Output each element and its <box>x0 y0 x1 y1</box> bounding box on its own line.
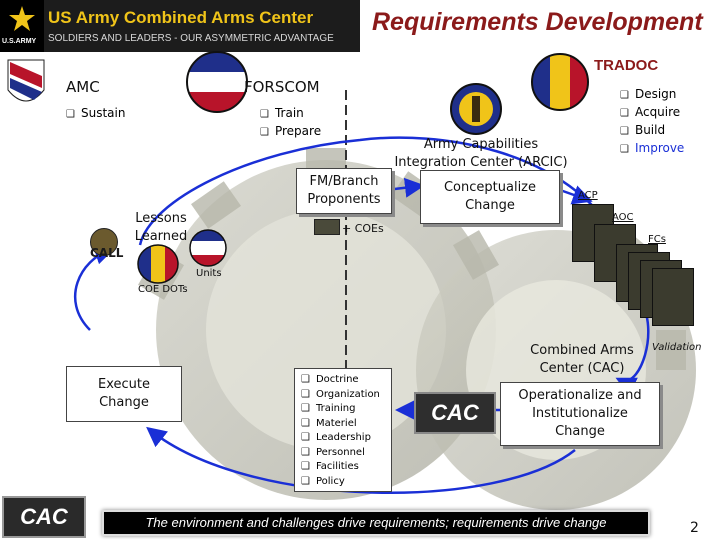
dotmlpf-item: Organization <box>301 388 391 403</box>
operationalize-box: Operationalize and Institutionalize Chan… <box>500 382 660 446</box>
page-number: 2 <box>690 520 699 536</box>
dotmlpf-item: Training <box>301 402 391 417</box>
cac-logo-text: CAC <box>431 400 479 426</box>
dotmlpf-item: Facilities <box>301 460 391 475</box>
fc-document <box>652 268 694 326</box>
conceptualize-box: Conceptualize Change <box>420 170 560 224</box>
amc-bullets: Sustain <box>66 105 125 123</box>
tradoc-bullets: Design Acquire Build Improve <box>620 86 684 158</box>
footer-banner: The environment and challenges drive req… <box>102 510 650 536</box>
footer-text: The environment and challenges drive req… <box>104 512 648 534</box>
cac-node-label: Combined Arms Center (CAC) <box>524 342 640 378</box>
units-emblem <box>188 228 228 268</box>
units-label: Units <box>196 268 222 279</box>
lessons-learned-label: Lessons Learned <box>126 210 196 246</box>
call-label: CALL <box>90 246 123 260</box>
coe-dots-emblem <box>136 244 180 284</box>
tradoc-emblem <box>530 52 590 112</box>
forscom-emblem <box>185 50 249 114</box>
forscom-bullets: Train Prepare <box>260 105 321 141</box>
amc-emblem <box>4 56 48 112</box>
forscom-bullet: Prepare <box>260 123 321 141</box>
acp-label: ACP <box>578 190 598 201</box>
amc-bullet: Sustain <box>66 105 125 123</box>
cac-logo-footer: CAC <box>2 496 86 538</box>
dotmlpf-item: Doctrine <box>301 373 391 388</box>
execute-change-box: Execute Change <box>66 366 182 422</box>
dotmlpf-item: Policy <box>301 475 391 490</box>
dotmlpf-item: Materiel <box>301 417 391 432</box>
coe-dots-label: COE DOTs <box>138 284 188 295</box>
tradoc-bullet: Improve <box>620 140 684 158</box>
amc-label: AMC <box>66 78 100 96</box>
tradoc-label: TRADOC <box>594 57 658 74</box>
cac-logo-footer-text: CAC <box>20 504 68 530</box>
dotmlpf-box: Doctrine Organization Training Materiel … <box>294 368 392 492</box>
forscom-bullet: Train <box>260 105 321 123</box>
coe-icon <box>314 219 340 235</box>
tradoc-bullet: Acquire <box>620 104 684 122</box>
arcic-label: Army Capabilities Integration Center (AR… <box>388 136 574 172</box>
aoc-label: AOC <box>612 212 634 223</box>
fm-branch-box: FM/Branch Proponents <box>296 168 392 214</box>
cycle-arrow-left <box>75 250 110 330</box>
dotmlpf-item: Personnel <box>301 446 391 461</box>
forscom-label: FORSCOM <box>244 78 320 96</box>
tradoc-bullet: Build <box>620 122 684 140</box>
dotmlpf-item: Leadership <box>301 431 391 446</box>
validation-label: Validation <box>652 342 702 353</box>
tradoc-bullet: Design <box>620 86 684 104</box>
arcic-emblem <box>449 82 503 136</box>
coes-label: + COEs <box>342 222 384 235</box>
cac-logo-center: CAC <box>414 392 496 434</box>
